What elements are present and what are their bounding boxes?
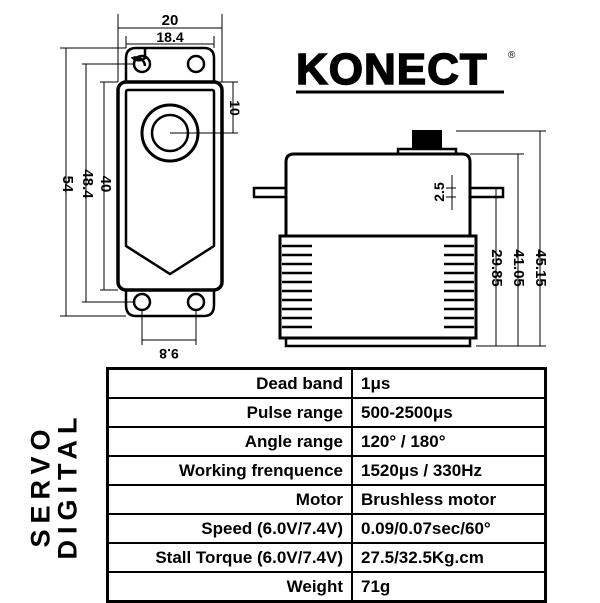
front-top-right-hole	[186, 54, 206, 74]
side-gear-collar	[396, 147, 458, 154]
dim-height-c: 45.15	[532, 249, 549, 287]
logo-text: KONECT	[296, 45, 488, 94]
front-top-left-slot	[130, 48, 147, 67]
servo-dimension-drawing: 20 18.4 10 54 48.4 40 9.8 KONECT ® 2.5	[59, 12, 549, 362]
dim-bottom-holes: 9.8	[159, 346, 179, 362]
dim-height-b: 41.05	[510, 249, 527, 287]
dim-spline-offset: 10	[227, 100, 243, 116]
konect-logo: KONECT ®	[295, 44, 516, 95]
logo-registered-mark: ®	[508, 50, 516, 61]
spec-value: 71g	[351, 571, 547, 603]
side-right-flange	[470, 186, 505, 199]
dim-height-body: 40	[97, 176, 114, 193]
spec-label: Working frenquence	[106, 455, 353, 486]
spec-value: 120° / 180°	[351, 426, 547, 457]
dim-width-holes: 18.4	[156, 29, 183, 45]
front-bottom-right-hole	[186, 292, 206, 312]
spec-label: Motor	[106, 484, 353, 515]
side-label-digital: DIGITAL	[52, 411, 83, 560]
spec-label: Stall Torque (6.0V/7.4V)	[106, 542, 353, 573]
dim-height-holes: 48.4	[79, 169, 96, 199]
front-body	[116, 80, 224, 292]
spec-value: 27.5/32.5Kg.cm	[351, 542, 547, 573]
dim-flange-thickness: 2.5	[431, 182, 447, 202]
side-output-gear	[412, 130, 442, 150]
spec-label: Angle range	[106, 426, 353, 457]
dim-width-outer: 20	[162, 12, 179, 29]
spec-label: Speed (6.0V/7.4V)	[106, 513, 353, 544]
front-view	[116, 46, 224, 318]
front-top-tab	[124, 46, 216, 82]
side-cooling-fins	[282, 244, 474, 329]
side-label-servo: SERVO	[25, 423, 56, 548]
spec-label: Dead band	[106, 367, 353, 399]
dim-height-a: 29.85	[488, 249, 505, 287]
side-view	[252, 130, 505, 348]
spec-label: Weight	[106, 571, 353, 603]
spec-value: 0.09/0.07sec/60°	[351, 513, 547, 544]
front-bottom-tab	[124, 290, 216, 318]
front-inner-panel	[124, 88, 216, 276]
side-bottom-plate	[284, 336, 472, 348]
side-dimensions	[446, 130, 546, 347]
spec-row: Speed (6.0V/7.4V)0.09/0.07sec/60°	[106, 513, 547, 544]
side-left-flange	[252, 186, 286, 199]
spec-value: Brushless motor	[351, 484, 547, 515]
side-lower-body	[278, 234, 478, 340]
side-top-body	[284, 152, 472, 238]
spec-value: 1520μs / 330Hz	[351, 455, 547, 486]
spec-value: 500-2500μs	[351, 397, 547, 428]
dim-height-total: 54	[59, 176, 76, 193]
front-dimensions	[60, 14, 238, 345]
spec-value: 1μs	[351, 367, 547, 399]
front-bottom-left-hole	[132, 292, 152, 312]
spec-row: Stall Torque (6.0V/7.4V)27.5/32.5Kg.cm	[106, 542, 547, 573]
spec-label: Pulse range	[106, 397, 353, 428]
